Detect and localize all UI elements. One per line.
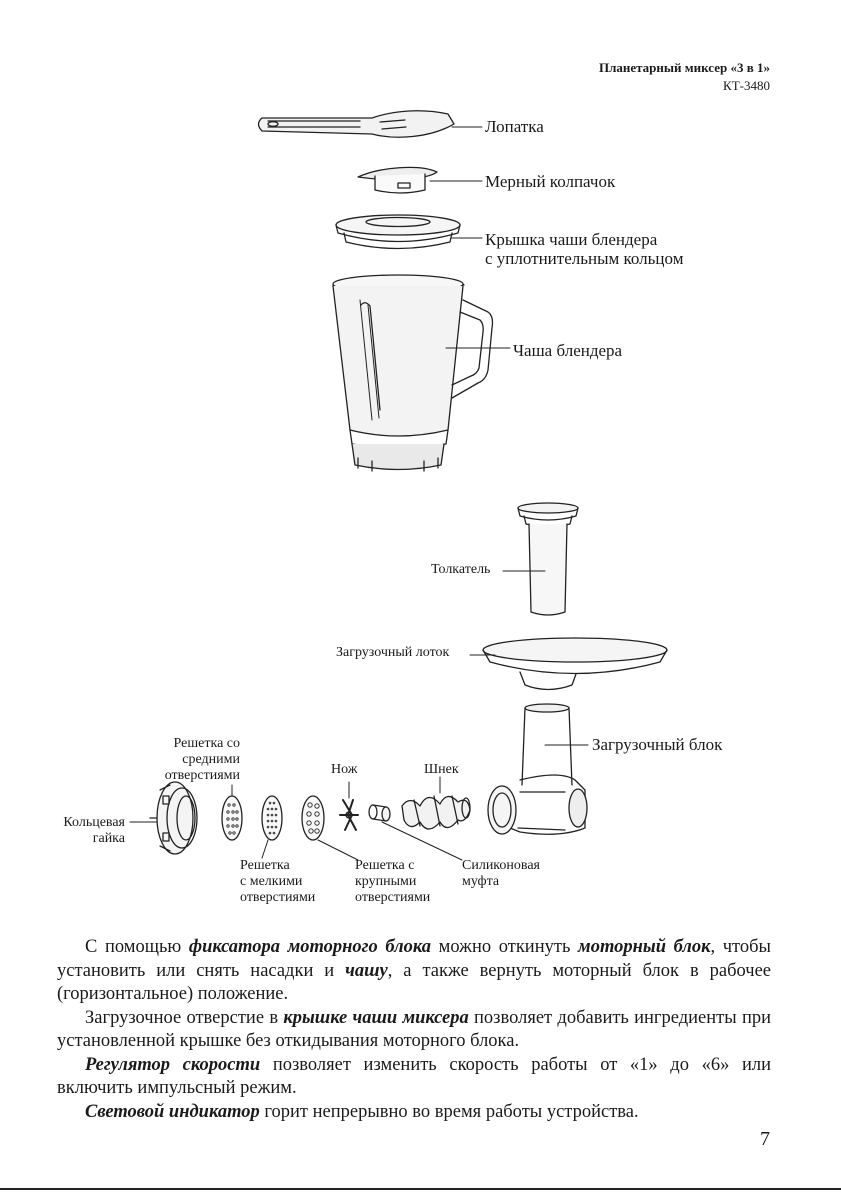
label-small-grid-line3: отверстиями — [240, 890, 315, 906]
label-jar: Чаша блендера — [513, 341, 622, 360]
paragraph-speed-control: Регулятор скорости позволяет изменить ск… — [57, 1054, 771, 1101]
label-lid-line1: Крышка чаши блендера — [485, 230, 657, 249]
label-medium-grid-line1: Решетка со — [140, 736, 240, 752]
feed-tray-drawing — [470, 638, 667, 690]
knife-drawing — [340, 782, 358, 830]
label-medium-grid-line3: отверстиями — [140, 768, 240, 784]
paragraph-motor-lock: С помощью фиксатора моторного блока можн… — [57, 936, 771, 1007]
bottom-divider — [0, 1188, 841, 1190]
label-small-grid-line1: Решетка — [240, 858, 290, 874]
medium-grid-drawing — [222, 785, 242, 840]
label-ring-nut-line2: гайка — [25, 831, 125, 847]
small-grid-drawing — [262, 796, 282, 858]
label-large-grid-line1: Решетка с — [355, 858, 414, 874]
label-coupling-line2: муфта — [462, 874, 499, 890]
feed-block-drawing — [488, 704, 588, 834]
label-knife: Нож — [331, 762, 357, 778]
blender-lid-drawing — [336, 215, 482, 249]
label-large-grid-line3: отверстиями — [355, 890, 430, 906]
ring-nut-drawing — [130, 782, 197, 854]
label-coupling-line1: Силиконовая — [462, 858, 540, 874]
label-tray: Загрузочный лоток — [336, 645, 449, 661]
large-grid-drawing — [302, 796, 358, 860]
label-large-grid-line2: крупными — [355, 874, 416, 890]
label-feed-block: Загрузочный блок — [592, 735, 722, 754]
label-pusher: Толкатель — [431, 562, 490, 578]
parts-diagram — [0, 0, 841, 930]
label-auger: Шнек — [424, 762, 459, 778]
measuring-cap-drawing — [358, 167, 482, 193]
label-medium-grid-line2: средними — [140, 752, 240, 768]
label-ring-nut-line1: Кольцевая — [25, 815, 125, 831]
paragraph-lid-opening: Загрузочное отверстие в крышке чаши микс… — [57, 1007, 771, 1054]
label-lid-line2: с уплотнительным кольцом — [485, 249, 683, 268]
spatula-drawing — [259, 111, 483, 137]
blender-jar-drawing — [333, 275, 510, 471]
pusher-drawing — [503, 503, 578, 615]
auger-drawing — [402, 777, 470, 829]
label-measuring-cap: Мерный колпачок — [485, 172, 615, 191]
page-number: 7 — [760, 1128, 770, 1151]
body-text: С помощью фиксатора моторного блока можн… — [57, 936, 771, 1124]
label-spatula: Лопатка — [485, 117, 544, 136]
label-small-grid-line2: с мелкими — [240, 874, 302, 890]
paragraph-indicator: Световой индикатор горит непрерывно во в… — [57, 1101, 771, 1125]
